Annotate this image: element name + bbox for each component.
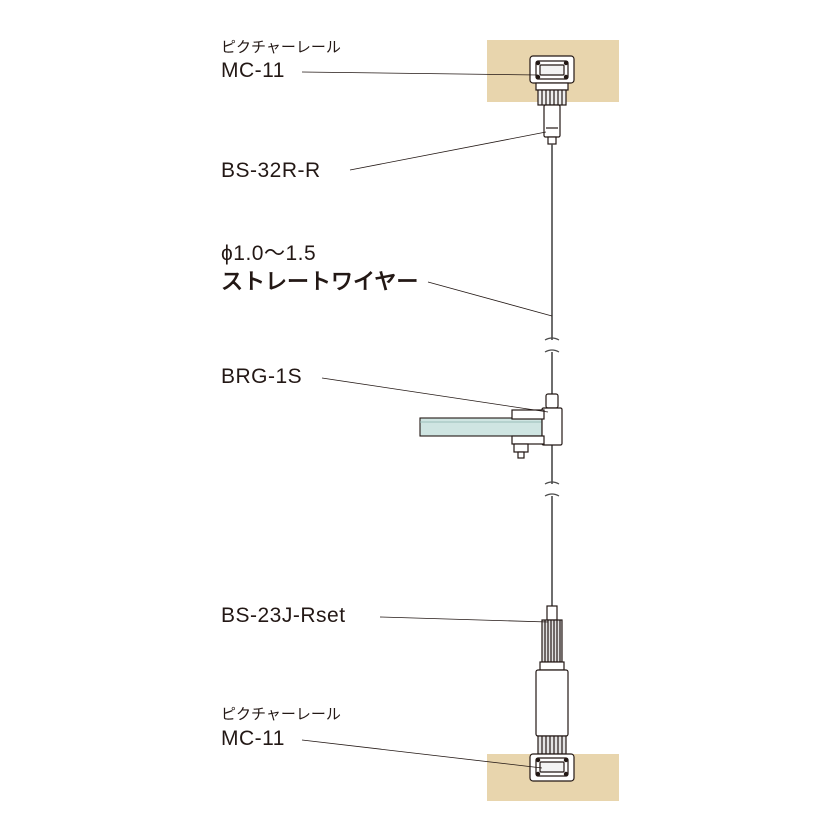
top-rail-model: MC-11	[221, 59, 285, 82]
bottom-rail-model: MC-11	[221, 727, 285, 750]
leader-brg	[321, 377, 549, 413]
glass-shelf	[419, 417, 543, 437]
brg-bracket	[511, 393, 563, 459]
leader-top-rail	[301, 71, 539, 76]
bs32-label: BS-32R-R	[221, 159, 321, 182]
top-rail-caption: ピクチャーレール	[221, 39, 341, 56]
bs23-label: BS-23J-Rset	[221, 604, 346, 627]
wire-diameter-label: ϕ1.0〜1.5	[221, 242, 317, 265]
leader-wire	[427, 281, 553, 317]
bottom-rail	[529, 753, 575, 782]
wire-type-label: ストレートワイヤー	[221, 269, 419, 294]
leader-bs32	[349, 131, 547, 171]
bs23-set	[535, 605, 569, 755]
top-rail	[529, 55, 575, 84]
bottom-rail-caption: ピクチャーレール	[221, 706, 341, 723]
bs32-hanger	[535, 82, 569, 145]
brg-label: BRG-1S	[221, 365, 303, 388]
straight-wire	[544, 144, 560, 606]
leader-bottom-rail	[301, 739, 543, 769]
leader-bs23	[379, 616, 549, 623]
